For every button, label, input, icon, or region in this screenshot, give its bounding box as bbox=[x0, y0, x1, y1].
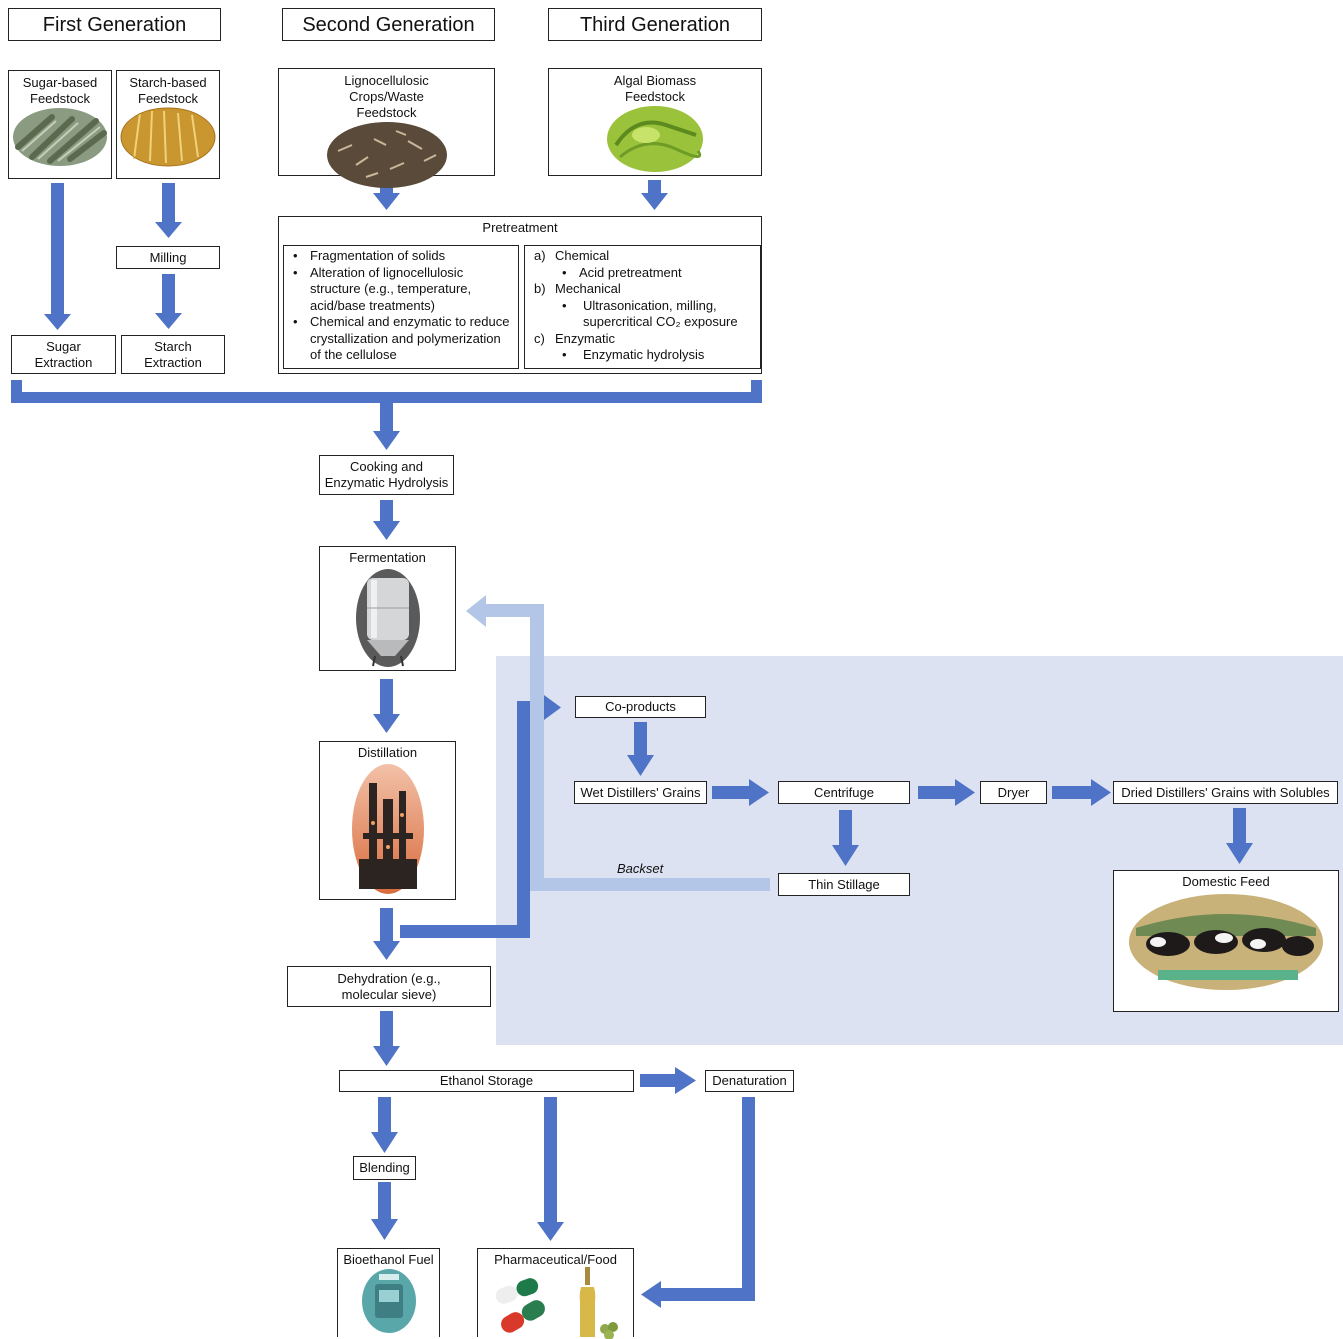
distillation-label: Distillation bbox=[357, 745, 418, 760]
arrow-denaturation-to-pharma bbox=[641, 1097, 755, 1308]
coproducts-box: Co-products bbox=[575, 696, 706, 718]
distillation-refinery-image bbox=[351, 764, 424, 894]
milling-box: Milling bbox=[116, 246, 220, 269]
pretreatment-methods-box: a) Chemical Acid pretreatment b) Mechanica… bbox=[524, 245, 761, 369]
arrow-storage-to-denaturation bbox=[640, 1067, 696, 1094]
lignocellulosic-image bbox=[326, 122, 447, 188]
arrow-blending-to-bioethanol bbox=[371, 1182, 398, 1240]
pharmaceutical-food-label: Pharmaceutical/Food bbox=[494, 1252, 617, 1267]
fermentation-box: Fermentation bbox=[319, 546, 456, 671]
method-chemical-item: Acid pretreatment bbox=[529, 265, 756, 282]
method-chemical: Chemical bbox=[555, 248, 610, 263]
arrow-algal-to-pretreatment bbox=[641, 180, 668, 210]
distillation-box: Distillation bbox=[319, 741, 456, 900]
blending-box: Blending bbox=[353, 1156, 416, 1180]
wheat-image bbox=[120, 107, 216, 167]
method-enzymatic: Enzymatic bbox=[555, 330, 615, 346]
second-generation-header: Second Generation bbox=[282, 8, 495, 41]
arrow-coproducts-to-wdg bbox=[627, 722, 654, 776]
starch-feedstock-label: Starch-based Feedstock bbox=[129, 75, 207, 106]
fuel-pump-image bbox=[361, 1269, 416, 1333]
sugar-feedstock-box: Sugar-based Feedstock bbox=[8, 70, 112, 179]
sugar-extraction-box: Sugar Extraction bbox=[11, 335, 116, 374]
method-b-key: b) bbox=[534, 281, 546, 296]
centrifuge-box: Centrifuge bbox=[778, 781, 910, 804]
pretreatment-bullet-1: Fragmentation of solids bbox=[288, 248, 514, 265]
lignocellulosic-feedstock-box: Lignocellulosic Crops/Waste Feedstock bbox=[278, 68, 495, 188]
pretreatment-bullet-3: Chemical and enzymatic to reduce crystal… bbox=[288, 314, 514, 364]
method-enzymatic-item: Enzymatic hydrolysis bbox=[529, 347, 756, 364]
arrow-fermentation-to-distillation bbox=[373, 679, 400, 733]
lignocellulosic-feedstock-label: Lignocellulosic Crops/Waste Feedstock bbox=[344, 73, 429, 120]
arrow-centrifuge-to-dryer bbox=[918, 779, 975, 806]
first-generation-header: First Generation bbox=[8, 8, 221, 41]
arrow-dryer-to-ddgs bbox=[1052, 779, 1111, 806]
denaturation-box: Denaturation bbox=[705, 1070, 794, 1092]
sugarcane-image bbox=[13, 108, 107, 166]
method-c-key: c) bbox=[534, 330, 545, 346]
arrow-ddgs-to-domestic-feed bbox=[1226, 808, 1253, 864]
pharmaceutical-food-box: Pharmaceutical/Food bbox=[477, 1248, 634, 1339]
arrow-backset bbox=[466, 595, 770, 891]
arrow-distillation-to-dehydration bbox=[373, 908, 400, 960]
fermentation-label: Fermentation bbox=[349, 550, 426, 565]
bioethanol-fuel-label: Bioethanol Fuel bbox=[343, 1252, 434, 1267]
ddgs-box: Dried Distillers' Grains with Solubles bbox=[1113, 781, 1338, 804]
bioethanol-fuel-box: Bioethanol Fuel bbox=[337, 1248, 440, 1337]
arrow-wdg-to-centrifuge bbox=[712, 779, 769, 806]
cooking-hydrolysis-box: Cooking and Enzymatic Hydrolysis bbox=[319, 455, 454, 495]
backset-label: Backset bbox=[617, 861, 664, 876]
method-mechanical-item: Ultrasonication, milling, supercritical … bbox=[529, 298, 756, 331]
arrow-centrifuge-to-thin-stillage bbox=[832, 810, 859, 866]
cattle-feeding-image bbox=[1129, 894, 1323, 990]
method-mechanical: Mechanical bbox=[555, 281, 621, 296]
arrow-starch-to-milling bbox=[155, 183, 182, 238]
algal-feedstock-label: Algal Biomass Feedstock bbox=[613, 73, 697, 104]
dehydration-box: Dehydration (e.g., molecular sieve) bbox=[287, 966, 491, 1007]
fermentation-tank-image bbox=[355, 569, 420, 667]
starch-extraction-box: Starch Extraction bbox=[121, 335, 225, 374]
method-a-key: a) bbox=[534, 248, 546, 263]
algae-image bbox=[607, 106, 703, 172]
algal-feedstock-box: Algal Biomass Feedstock bbox=[548, 68, 762, 176]
pretreatment-title: Pretreatment bbox=[482, 220, 558, 235]
arrow-milling-to-extraction bbox=[155, 274, 182, 329]
third-generation-header: Third Generation bbox=[548, 8, 762, 41]
domestic-feed-box: Domestic Feed bbox=[1113, 870, 1339, 1012]
domestic-feed-label: Domestic Feed bbox=[1182, 874, 1270, 889]
arrow-sugar-to-extraction bbox=[44, 183, 71, 330]
pills-wine-image bbox=[495, 1267, 618, 1339]
arrow-cooking-to-fermentation bbox=[373, 500, 400, 540]
arrow-storage-to-blending bbox=[371, 1097, 398, 1153]
ethanol-storage-box: Ethanol Storage bbox=[339, 1070, 634, 1092]
arrow-dehydration-to-storage bbox=[373, 1011, 400, 1066]
sugar-feedstock-label: Sugar-based Feedstock bbox=[22, 75, 98, 106]
pretreatment-bullet-2: Alteration of lignocellulosic structure … bbox=[288, 265, 514, 315]
starch-feedstock-box: Starch-based Feedstock bbox=[116, 70, 220, 179]
dryer-box: Dryer bbox=[980, 781, 1047, 804]
thin-stillage-box: Thin Stillage bbox=[778, 873, 910, 896]
arrow-storage-to-pharma bbox=[537, 1097, 564, 1241]
collector-bracket bbox=[11, 380, 762, 450]
wet-distillers-grains-box: Wet Distillers' Grains bbox=[574, 781, 707, 804]
pretreatment-general-box: Fragmentation of solids Alteration of li… bbox=[283, 245, 519, 369]
